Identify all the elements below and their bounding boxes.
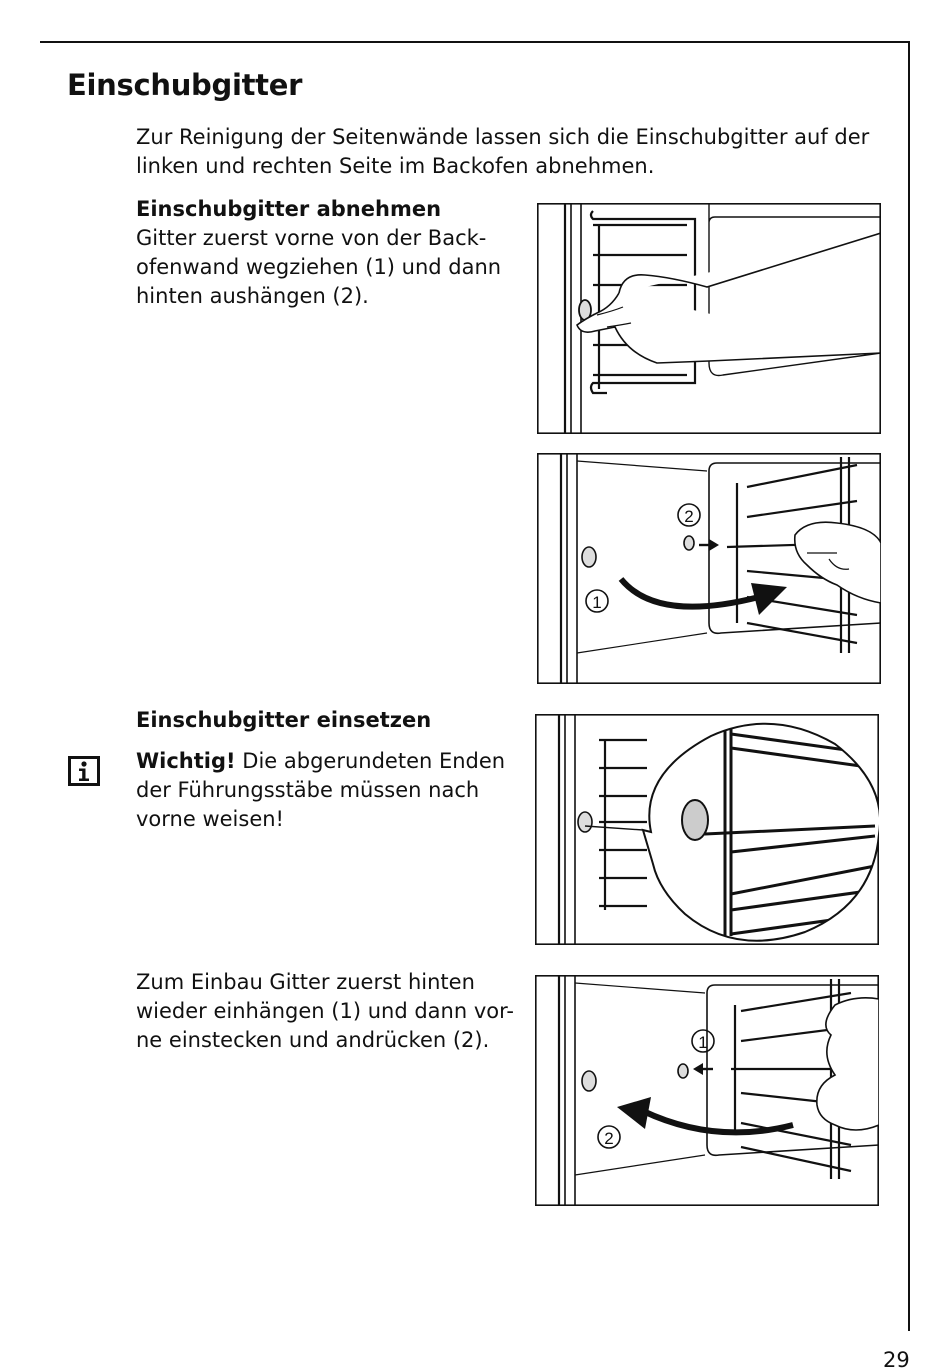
important-text: Die abgerundeten Enden	[235, 749, 506, 773]
figure-label: 1	[698, 1033, 707, 1052]
right-margin-rule	[908, 41, 910, 1331]
figure-insert-install: 1 2	[535, 975, 879, 1206]
important-note: Wichtig! Die abgerundeten Enden	[136, 747, 505, 776]
remove-line: ofenwand wegziehen (1) und dann	[136, 255, 502, 279]
page-heading: Einschubgitter	[67, 68, 303, 102]
figure-remove-unhook: 2 1	[537, 453, 881, 684]
remove-line: Gitter zuerst vorne von der Back-	[136, 226, 487, 250]
remove-line: hinten aushängen (2).	[136, 284, 369, 308]
figure-remove-pull	[537, 203, 881, 434]
remove-title: Einschubgitter abnehmen	[136, 197, 442, 221]
page-number: 29	[883, 1348, 910, 1372]
important-label: Wichtig!	[136, 749, 236, 773]
info-i-icon	[68, 756, 100, 786]
insert-title: Einschubgitter einsetzen	[136, 708, 432, 732]
install-line: Zum Einbau Gitter zuerst hinten	[136, 970, 475, 994]
important-line: vorne weisen!	[136, 807, 284, 831]
figure-label: 2	[684, 507, 693, 526]
important-line: der Führungsstäbe müssen nach	[136, 778, 480, 802]
install-line: ne einstecken und andrücken (2).	[136, 1028, 490, 1052]
intro-line: linken und rechten Seite im Backofen abn…	[136, 154, 655, 178]
figure-label: 1	[592, 593, 601, 612]
intro-line: Zur Reinigung der Seitenwände lassen sic…	[136, 125, 870, 149]
top-rule	[40, 41, 910, 43]
install-line: wieder einhängen (1) und dann vor-	[136, 999, 514, 1023]
figure-label: 2	[604, 1129, 613, 1148]
figure-insert-detail	[535, 714, 879, 945]
